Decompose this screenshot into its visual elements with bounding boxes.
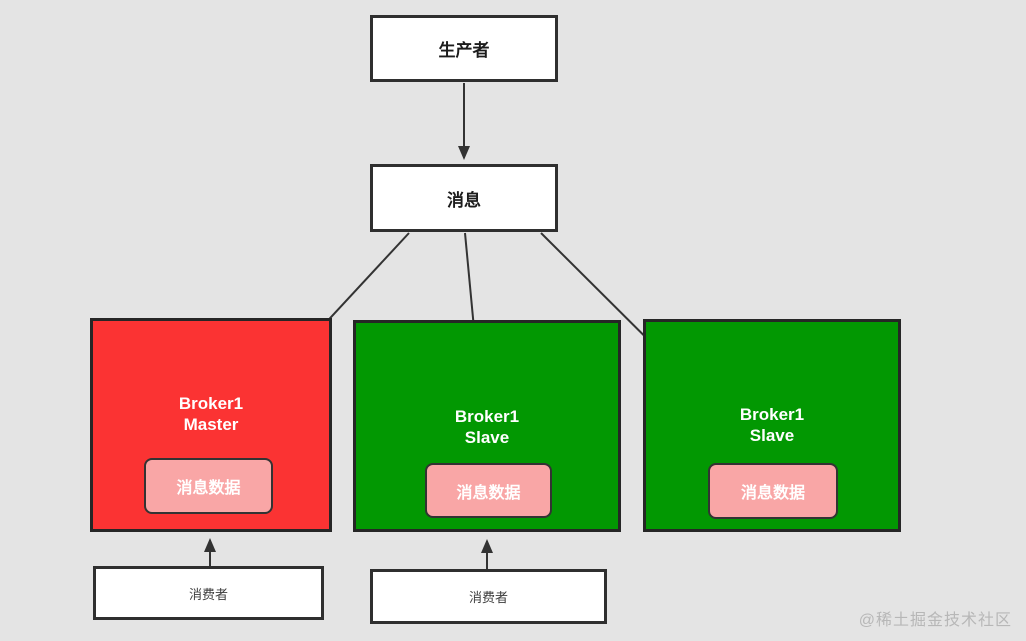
broker-name: Broker1: [178, 394, 244, 413]
consumer1-box: 消费者: [93, 566, 324, 620]
message-label: 消息: [447, 190, 481, 210]
broker-slave2-box: Broker1 Slave 消息数据: [643, 319, 901, 532]
broker-slave1-title: Broker1 Slave: [356, 406, 618, 448]
broker-name: Broker1: [739, 405, 805, 424]
consumer-label: 消费者: [188, 586, 228, 602]
message-data-label: 消息数据: [456, 484, 521, 502]
message-data-label: 消息数据: [176, 480, 241, 497]
message-box: 消息: [370, 164, 558, 232]
broker-master-title: Broker1 Master: [93, 393, 329, 435]
broker-role: Slave: [749, 426, 795, 445]
broker-name: Broker1: [454, 407, 520, 426]
producer-label: 生产者: [438, 41, 490, 60]
slave1-message-data-box: 消息数据: [425, 463, 552, 518]
consumer2-box: 消费者: [370, 569, 607, 624]
broker-master-box: Broker1 Master 消息数据: [90, 318, 332, 532]
producer-box: 生产者: [370, 15, 558, 82]
master-message-data-box: 消息数据: [144, 458, 273, 514]
consumer-label: 消费者: [468, 590, 508, 605]
broker-slave1-box: Broker1 Slave 消息数据: [353, 320, 621, 532]
broker-role: Master: [183, 415, 239, 434]
message-data-label: 消息数据: [740, 485, 805, 502]
broker-role: Slave: [464, 428, 510, 447]
slave2-message-data-box: 消息数据: [708, 463, 838, 519]
watermark: @稀土掘金技术社区: [858, 612, 1012, 629]
broker-slave2-title: Broker1 Slave: [646, 404, 898, 446]
